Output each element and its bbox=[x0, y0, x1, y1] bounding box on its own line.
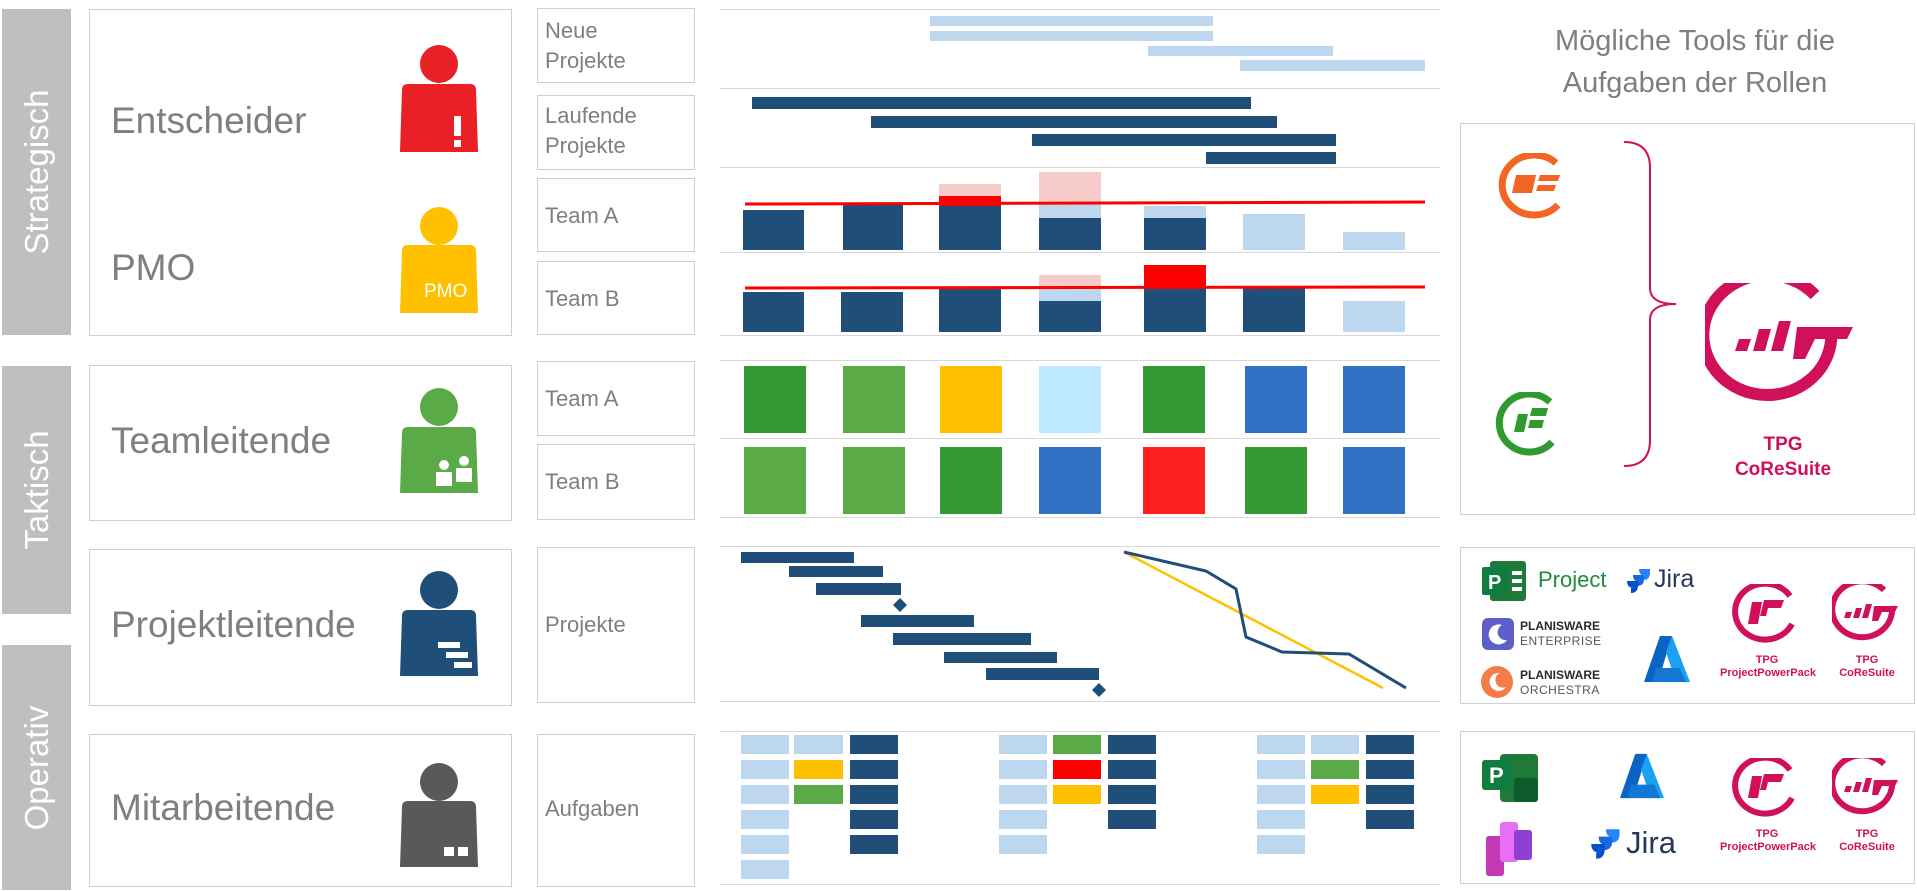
coresuite-small-label: CoReSuite bbox=[1839, 667, 1895, 679]
curly-brace-icon bbox=[1623, 141, 1677, 467]
row-box-projekte bbox=[537, 547, 695, 703]
tpg-projectpowerpack-icon bbox=[1732, 584, 1795, 643]
row-box-teamB1 bbox=[537, 261, 695, 335]
tpg-coresuite-small-icon bbox=[1832, 758, 1898, 815]
new-projects-bars bbox=[930, 16, 1425, 71]
divider bbox=[720, 731, 1440, 732]
running-projects-bars bbox=[752, 97, 1336, 164]
row-box-aufgaben bbox=[537, 734, 695, 887]
person-gantt-icon bbox=[400, 571, 478, 676]
tpg-label: TPG bbox=[1755, 828, 1779, 840]
role-mitarbeitende: Mitarbeitende bbox=[111, 787, 336, 828]
project-gantt bbox=[741, 552, 1106, 697]
tools-box-tasks bbox=[1460, 731, 1915, 884]
row-box-teamA2 bbox=[537, 361, 695, 436]
tpg-label: TPG bbox=[1755, 654, 1779, 666]
row-label-teamA2: Team A bbox=[545, 386, 619, 411]
divider bbox=[720, 252, 1440, 253]
divider bbox=[720, 360, 1440, 361]
person-team-icon bbox=[400, 388, 478, 493]
tpg-green-logo-icon bbox=[1495, 392, 1555, 456]
band-operativ: Operativ bbox=[2, 645, 71, 890]
divider bbox=[720, 701, 1440, 702]
row-label-aufgaben: Aufgaben bbox=[545, 796, 640, 821]
planisware-orc-label-1: PLANISWARE bbox=[1520, 668, 1601, 682]
tpg-label: TPG bbox=[1855, 654, 1879, 666]
team-a-status-tiles bbox=[744, 366, 1405, 433]
task-board-1 bbox=[741, 735, 898, 879]
task-board-2 bbox=[999, 735, 1156, 854]
azure-icon bbox=[1619, 753, 1665, 799]
projectpowerpack-label: ProjectPowerPack bbox=[1720, 667, 1816, 679]
person-alert-icon bbox=[400, 45, 478, 152]
planisware-orc-label-2: ORCHESTRA bbox=[1520, 683, 1600, 697]
tpg-coresuite-logo-icon bbox=[1705, 283, 1853, 402]
tpg-orange-logo-icon bbox=[1498, 153, 1561, 219]
tpg-projectpowerpack-icon bbox=[1732, 758, 1795, 817]
row-label-neue: Neue Projekte bbox=[545, 18, 626, 73]
team-b-status-tiles bbox=[744, 447, 1405, 514]
jira-icon bbox=[1627, 569, 1650, 593]
role-entscheider: Entscheider bbox=[111, 100, 307, 141]
person-pmo-icon: PMO bbox=[400, 207, 478, 313]
coresuite-label-2: CoReSuite bbox=[1734, 459, 1832, 480]
tpg-label: TPG bbox=[1855, 828, 1879, 840]
ms-planner-icon: P bbox=[1482, 754, 1538, 802]
svg-text:P: P bbox=[1488, 572, 1501, 594]
tools-title-line2: Aufgaben der Rollen bbox=[1562, 67, 1828, 99]
projectpowerpack-label: ProjectPowerPack bbox=[1720, 841, 1816, 853]
azure-icon bbox=[1644, 636, 1690, 682]
row-label-laufende: Laufende Projekte bbox=[545, 103, 637, 158]
row-box-teamA1 bbox=[537, 178, 695, 252]
role-projektleitende: Projektleitende bbox=[111, 604, 356, 645]
band-strategisch: Strategisch bbox=[2, 9, 71, 335]
team-a-capacity-bars bbox=[743, 172, 1426, 250]
divider bbox=[720, 9, 1440, 10]
ms-project-icon: P bbox=[1482, 561, 1526, 601]
divider bbox=[720, 88, 1440, 89]
ms-project-label: Project bbox=[1538, 567, 1607, 592]
row-box-teamB2 bbox=[537, 444, 695, 520]
jira-label: Jira bbox=[1626, 825, 1676, 860]
divider bbox=[720, 167, 1440, 168]
person-tasks-icon bbox=[400, 763, 478, 867]
visualization-area bbox=[741, 16, 1426, 879]
band-taktisch: Taktisch bbox=[2, 366, 71, 614]
role-teamleitende: Teamleitende bbox=[111, 420, 332, 461]
divider bbox=[720, 884, 1440, 885]
divider bbox=[720, 517, 1440, 518]
ms-loop-icon bbox=[1486, 822, 1532, 876]
svg-text:P: P bbox=[1489, 763, 1504, 788]
planisware-orchestra-icon bbox=[1481, 666, 1513, 698]
row-label-teamB1: Team B bbox=[545, 286, 620, 311]
tpg-coresuite-small-icon bbox=[1832, 584, 1898, 641]
coresuite-small-label: CoReSuite bbox=[1839, 841, 1895, 853]
planisware-ent-label-1: PLANISWARE bbox=[1520, 619, 1601, 633]
role-pmo: PMO bbox=[111, 247, 196, 288]
team-b-capacity-bars bbox=[743, 265, 1426, 332]
divider bbox=[720, 546, 1440, 547]
coresuite-label-1: TPG bbox=[1763, 434, 1803, 455]
divider bbox=[720, 335, 1440, 336]
jira-label: Jira bbox=[1654, 565, 1695, 593]
task-board-3 bbox=[1257, 735, 1414, 854]
row-label-teamB2: Team B bbox=[545, 469, 620, 494]
planisware-ent-label-2: ENTERPRISE bbox=[1520, 634, 1602, 648]
tools-title-line1: Mögliche Tools für die bbox=[1555, 25, 1835, 57]
jira-icon bbox=[1591, 829, 1620, 859]
divider bbox=[720, 438, 1440, 439]
pmo-badge: PMO bbox=[424, 281, 467, 302]
planisware-enterprise-icon bbox=[1482, 618, 1514, 650]
burndown-chart bbox=[1123, 550, 1407, 690]
row-label-projekte: Projekte bbox=[545, 612, 626, 637]
row-box-laufende bbox=[537, 95, 695, 170]
row-label-teamA1: Team A bbox=[545, 203, 619, 228]
row-box-neue bbox=[537, 8, 695, 83]
